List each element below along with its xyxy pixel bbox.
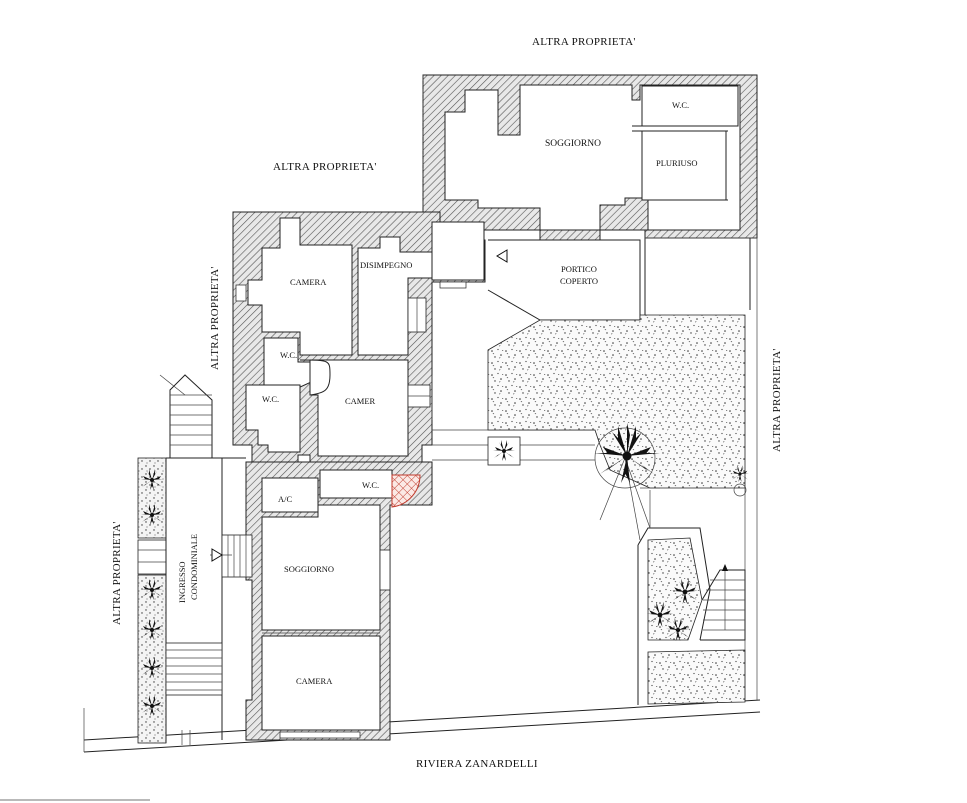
room-disimpegno: DISIMPEGNO (360, 260, 412, 270)
portico-entry-arrow-icon (496, 249, 508, 263)
room-soggiorno-top: SOGGIORNO (545, 139, 601, 149)
stairs-right-icon (700, 564, 746, 641)
room-portico-2: COPERTO (560, 276, 598, 286)
room-pluriuso: PLURIUSO (656, 158, 698, 168)
room-wc-mid: W.C. (280, 350, 297, 360)
label-altra-right: ALTRA PROPRIETA' (771, 348, 783, 452)
room-wc-left: W.C. (262, 394, 279, 404)
garden-bed-lower (647, 649, 746, 705)
label-ingresso-1: INGRESSO (177, 561, 187, 603)
tiled-area (391, 474, 421, 508)
label-street: RIVIERA ZANARDELLI (416, 758, 538, 770)
stairs-left-icon (159, 374, 213, 458)
courtyard-gravel (487, 314, 746, 489)
label-altra-top: ALTRA PROPRIETA' (532, 36, 636, 48)
upper-building (422, 74, 758, 241)
stairs-lower-icon (165, 642, 223, 696)
room-wc-top: W.C. (672, 100, 689, 110)
room-camera-lower: CAMERA (296, 676, 333, 686)
room-camer: CAMER (345, 396, 376, 406)
entry-arrow-icon (211, 548, 223, 562)
lower-building (245, 461, 433, 741)
room-camera-upper: CAMERA (290, 277, 327, 287)
room-soggiorno-lower: SOGGIORNO (284, 564, 334, 574)
room-portico-1: PORTICO (561, 264, 597, 274)
entry-stairs-icon (210, 534, 253, 578)
label-altra-left: ALTRA PROPRIETA' (111, 521, 123, 625)
label-altra-upper-left: ALTRA PROPRIETA' (273, 161, 377, 173)
label-altra-left-mid: ALTRA PROPRIETA' (209, 266, 221, 370)
left-building (232, 211, 486, 463)
label-ingresso-2: CONDOMINIALE (189, 534, 199, 600)
room-ac: A/C (278, 494, 293, 504)
street-edge (0, 699, 761, 801)
room-wc-lower: W.C. (362, 480, 379, 490)
